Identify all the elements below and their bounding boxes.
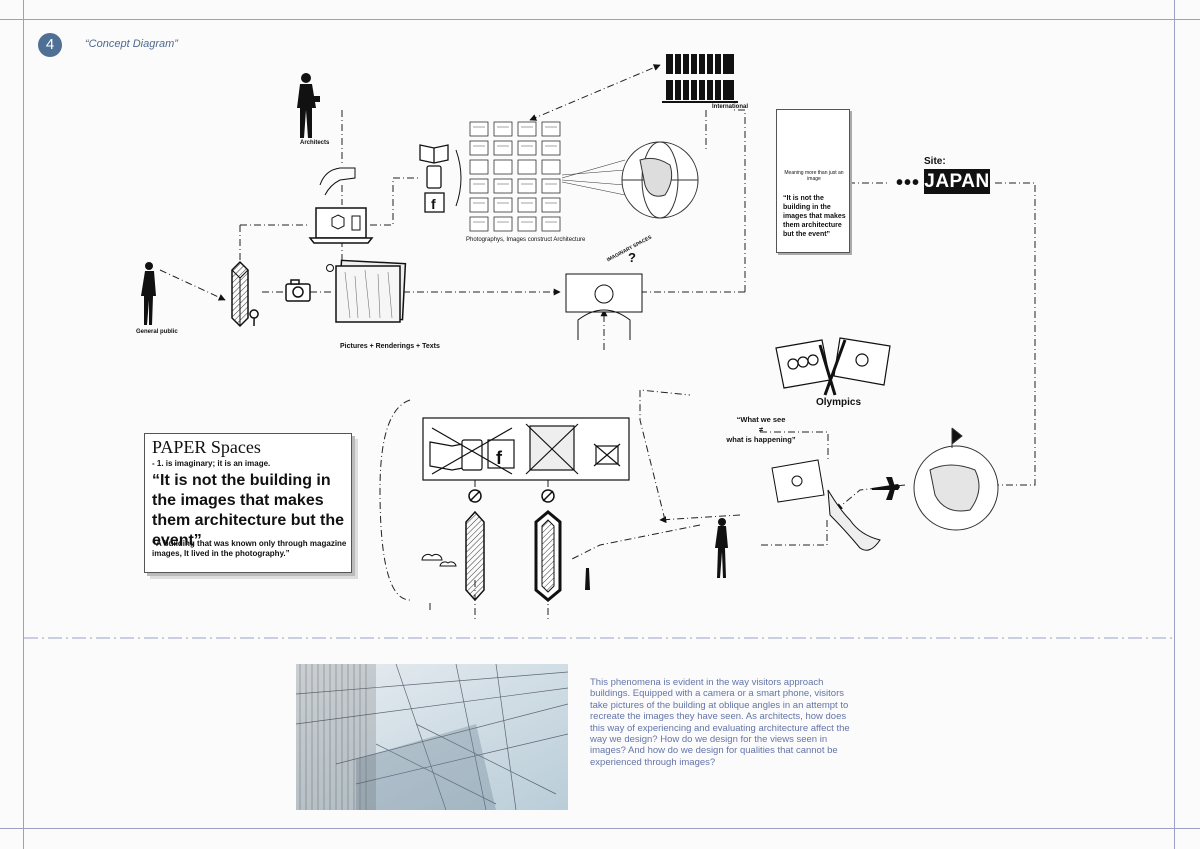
paper-spaces-description: “A building that was known only through … — [152, 539, 347, 558]
card-quote: “It is not the building in the images th… — [783, 195, 846, 238]
building-rendering-image — [296, 664, 568, 810]
pictures-caption: Pictures + Renderings + Texts — [340, 343, 440, 350]
japan-map-icon — [771, 459, 881, 551]
paper-spaces-title: PAPER Spaces — [152, 437, 261, 457]
site-label: Site: — [924, 156, 946, 167]
meaning-card: Meaning more than just an image “It is n… — [776, 109, 850, 253]
plane-icon — [872, 477, 900, 500]
frame-top-line — [0, 19, 1200, 20]
architects-label: Architects — [300, 140, 330, 146]
globe-icon-2 — [913, 427, 999, 531]
public-figure-icon — [141, 262, 156, 325]
what-is-happening-line: what is happening” — [726, 435, 796, 444]
globe-icon — [621, 141, 699, 219]
photographs-caption: Photographys, Images construct Architect… — [466, 237, 586, 243]
visitor-figure-icon — [585, 518, 728, 590]
crowd-icon — [662, 54, 738, 103]
hand-icon — [319, 167, 356, 196]
paper-spaces-subtitle: - 1. is imaginary; it is an image. — [152, 459, 271, 468]
page-title: “Concept Diagram” — [85, 38, 178, 50]
svg-text:f: f — [431, 196, 436, 212]
frame-left-line — [23, 0, 24, 849]
site-dots: ••• — [896, 172, 921, 194]
paper-spaces-box: PAPER Spaces - 1. is imaginary; it is an… — [144, 433, 352, 573]
architect-figure-icon — [297, 73, 320, 138]
book-icon — [419, 144, 449, 164]
general-public-label: General public — [136, 329, 178, 335]
media-crossed-panel: f — [422, 417, 630, 481]
frame-bottom-line — [0, 828, 1200, 829]
laptop-icon — [308, 207, 374, 244]
tower-icon-2 — [465, 510, 562, 602]
not-equal-sign: ≠ — [758, 425, 764, 434]
pictures-stack-icon — [326, 259, 407, 323]
location-pin-icon — [249, 309, 259, 327]
paper-spaces-quote: “It is not the building in the images th… — [152, 472, 345, 549]
what-we-see-quote: “What we see ≠ what is happening” — [706, 415, 816, 445]
no-camera-icon — [468, 489, 555, 503]
cloud-icon — [421, 553, 457, 567]
page-number-badge: 4 — [38, 33, 62, 57]
camera-icon — [285, 279, 311, 302]
brain-icon — [565, 273, 643, 340]
section-divider — [24, 637, 1174, 639]
description-paragraph: This phenomena is evident in the way vis… — [590, 677, 850, 768]
what-we-see-line: “What we see — [736, 415, 786, 424]
tower-icon — [231, 260, 249, 328]
phone-icon — [426, 165, 442, 189]
international-label: International — [712, 104, 749, 110]
facebook-icon: f — [424, 192, 445, 213]
image-grid — [469, 121, 561, 232]
card-subtitle: Meaning more than just an image — [784, 170, 844, 182]
connector-lines — [159, 64, 1036, 620]
frame-right-line — [1174, 0, 1175, 849]
site-name-badge: JAPAN — [924, 169, 990, 194]
flag-icon — [775, 337, 891, 396]
svg-text:f: f — [496, 448, 503, 468]
question-mark: ? — [628, 250, 636, 265]
olympics-label: Olympics — [816, 397, 862, 408]
